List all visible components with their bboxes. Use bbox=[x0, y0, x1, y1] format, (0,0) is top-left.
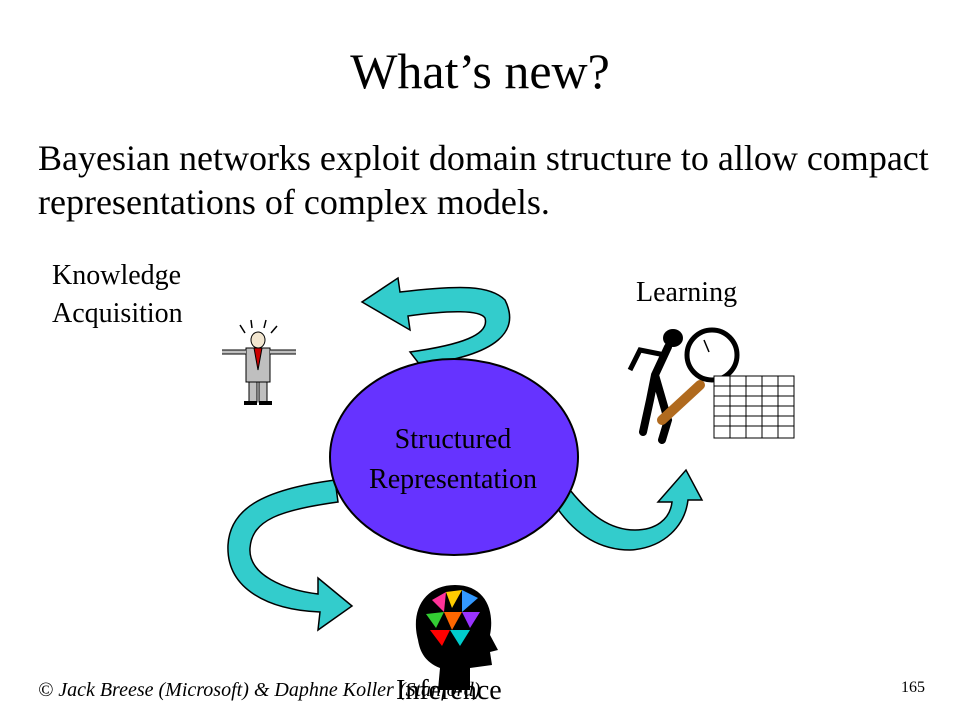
confused-person-icon bbox=[222, 319, 296, 405]
arrow-to-learning bbox=[554, 468, 704, 551]
data-table-icon bbox=[713, 375, 795, 439]
inference-label: Inference bbox=[396, 675, 502, 706]
magnifying-glass-person-icon bbox=[627, 327, 740, 444]
learning-label: Learning bbox=[636, 277, 738, 308]
center-label-line2: Representation bbox=[369, 464, 537, 495]
knowledge-label-line2: Acquisition bbox=[52, 298, 183, 329]
slide-title: What’s new? bbox=[350, 43, 610, 99]
brain-head-icon bbox=[415, 585, 498, 690]
knowledge-label-line1: Knowledge bbox=[52, 260, 182, 291]
knowledge-acquisition-label: Knowledge Acquisition bbox=[52, 257, 183, 333]
structured-representation-label: Structured Representation bbox=[330, 420, 576, 500]
center-label-line1: Structured bbox=[394, 424, 512, 455]
copyright-footer: © Jack Breese (Microsoft) & Daphne Kolle… bbox=[38, 679, 481, 701]
arrow-to-knowledge-acquisition bbox=[360, 276, 511, 366]
slide-subtitle: Bayesian networks exploit domain structu… bbox=[38, 138, 929, 222]
page-number: 165 bbox=[901, 679, 925, 696]
arrow-to-inference bbox=[227, 479, 354, 632]
structured-representation-ellipse bbox=[329, 358, 579, 556]
